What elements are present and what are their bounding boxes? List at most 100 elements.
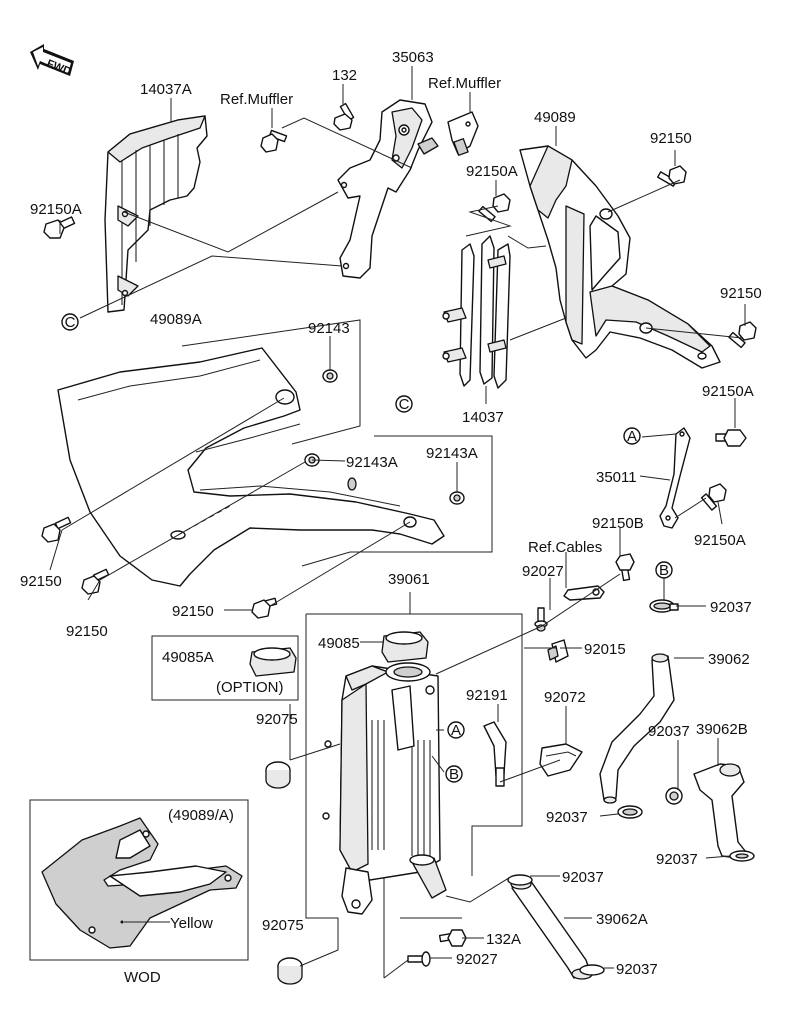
label-92037-top: 92037 [710,599,752,616]
callout-marker-a-2: A [447,721,465,739]
label-132: 132 [332,67,357,84]
radiator-fins [371,720,431,856]
bolt-92027-low [407,951,431,967]
tube-92191 [483,721,507,787]
label-wod: WOD [124,969,161,986]
label-option: (OPTION) [216,679,284,696]
grommet-92075-low [277,957,303,985]
callout-c-text: C [65,314,76,331]
damper-49085 [381,631,429,663]
bolt-92150-right [728,321,757,349]
bolt-132 [333,102,355,131]
label-92150-right: 92150 [720,285,762,302]
hose-39062 [599,653,675,804]
label-92150-c: 92150 [172,603,214,620]
clamp-92037-top [649,599,679,613]
clamp-92037-hose-b [665,787,683,805]
label-92027-top: 92027 [522,563,564,580]
bolt-92150A-left [43,216,76,239]
bolt-ref-muffler-left [260,129,288,153]
part-49089-shroud [519,145,721,369]
part-35011-stay [659,427,691,529]
callout-marker-b-1: B [655,561,673,579]
part-14037-fins [442,235,511,389]
label-92150A-low: 92150A [694,532,746,549]
label-39062B: 39062B [696,721,748,738]
label-49089-A: (49089/A) [168,807,234,824]
label-92150-b: 92150 [66,623,108,640]
label-49089: 49089 [534,109,576,126]
label-92143: 92143 [308,320,350,337]
label-ref-muffler-right: Ref.Muffler [428,75,501,92]
callout-marker-a-1: A [623,427,641,445]
band-92072 [539,743,583,777]
callout-b-text: B [659,562,669,579]
fwd-arrow-icon: FWD [30,44,74,78]
callout-c-text: C [399,396,410,413]
radiator-39061 [322,662,447,915]
clamp-92037-hose-a [507,874,533,886]
clamp-92037-bottom [579,964,605,976]
bolt-92150-c [251,597,278,619]
hose-39062B [693,763,747,859]
label-92150A-top: 92150A [466,163,518,180]
bolt-92150B [615,553,635,582]
bolt-92150A-top [478,193,511,223]
hose-39062A [510,878,593,980]
label-49089A: 49089A [150,311,202,328]
grommet-92143 [322,369,338,383]
grommet-92143A-b [449,491,465,505]
label-92037-low: 92037 [656,851,698,868]
option-box [151,635,299,701]
callout-marker-c-2: C [395,395,413,413]
clamp-92037-left [617,805,643,819]
bolt-92150A-low [700,483,727,511]
label-92150A-left: 92150A [30,201,82,218]
label-49085: 49085 [318,635,360,652]
bolt-92150-top [657,165,687,187]
bolt-92150-b [81,568,110,595]
bolt-132A [438,929,467,947]
label-39061: 39061 [388,571,430,588]
label-ref-cables: Ref.Cables [528,539,602,556]
label-92072: 92072 [544,689,586,706]
label-35063: 35063 [392,49,434,66]
clip-92015 [547,639,569,663]
bolt-92150A-right [715,429,747,447]
label-132A: 132A [486,931,521,948]
label-92143A-b: 92143A [426,445,478,462]
label-92150-top: 92150 [650,130,692,147]
callout-a-text: A [627,428,637,445]
label-92150A-right: 92150A [702,383,754,400]
callout-marker-c-1: C [61,313,79,331]
grommet-92075-top [265,761,291,789]
label-92027-low: 92027 [456,951,498,968]
label-ref-muffler-left: Ref.Muffler [220,91,293,108]
label-49085A: 49085A [162,649,214,666]
label-92037-left: 92037 [546,809,588,826]
bolt-92027-top [534,607,548,632]
label-92150B: 92150B [592,515,644,532]
damper-49085A [249,647,297,677]
label-92037-bottom: 92037 [616,961,658,978]
label-92143A-a: 92143A [346,454,398,471]
label-39062A: 39062A [596,911,648,928]
clamp-92037-low [729,850,755,862]
label-yellow: Yellow [170,915,213,932]
label-14037: 14037 [462,409,504,426]
callout-a-text: A [451,722,461,739]
part-35063-bracket [337,99,479,279]
label-14037A: 14037A [140,81,192,98]
leader-lines [49,66,746,979]
label-92191: 92191 [466,687,508,704]
label-92150-a: 92150 [20,573,62,590]
bolt-92150-a [41,516,72,543]
part-14037A-plate [104,115,208,313]
label-92075-top: 92075 [256,711,298,728]
label-35011: 35011 [596,469,637,486]
label-92037-hose: 92037 [562,869,604,886]
label-92015: 92015 [584,641,626,658]
part-labels: 14037A Ref.Muffler 132 35063 Ref.Muffler… [20,49,762,986]
label-39062: 39062 [708,651,750,668]
